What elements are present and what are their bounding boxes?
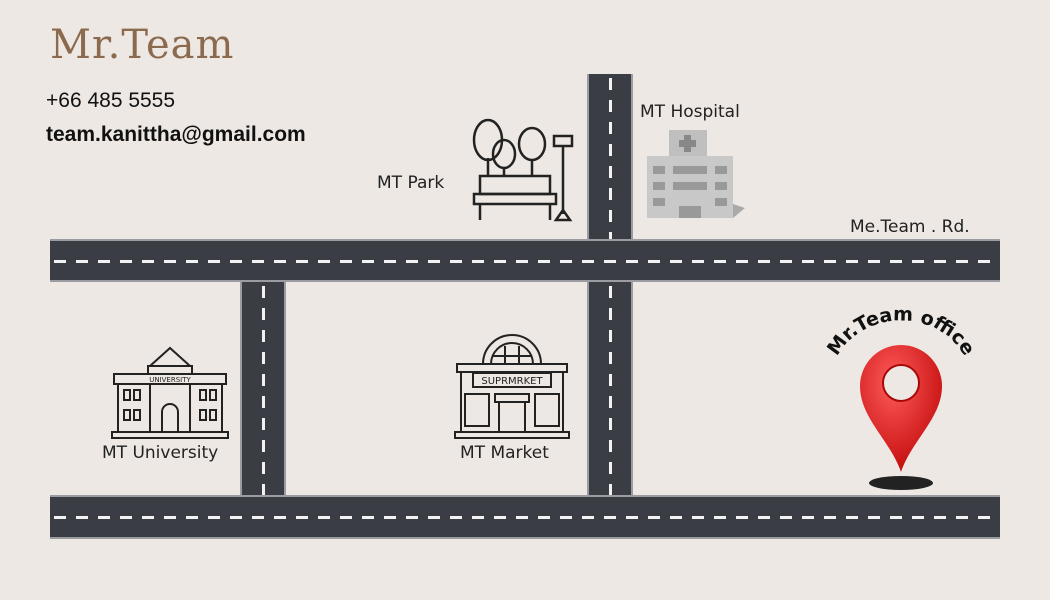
road-vertical-left [240, 282, 286, 495]
road-label: Me.Team . Rd. [850, 217, 970, 237]
university-icon: UNIVERSITY [111, 346, 229, 439]
road-me-team [50, 239, 1000, 282]
road-vertical-top [587, 74, 633, 241]
hospital-label: MT Hospital [640, 102, 740, 122]
phone-number: +66 485 5555 [46, 89, 176, 112]
park-label: MT Park [377, 173, 445, 193]
university-sign: UNIVERSITY [149, 376, 191, 384]
university-label: MT University [102, 443, 219, 463]
brand-logo: Mr.Team [50, 22, 235, 68]
email-address: team.kanittha@gmail.com [46, 123, 306, 146]
office-location-pin-icon: Mr.Team office [823, 303, 979, 490]
park-icon [472, 118, 574, 222]
road-vertical-middle [587, 282, 633, 495]
road-bottom [50, 495, 1000, 539]
market-sign: SUPRMRKET [481, 376, 543, 387]
supermarket-icon: SUPRMRKET [454, 334, 570, 439]
hospital-icon [647, 130, 745, 218]
market-label: MT Market [460, 443, 549, 463]
